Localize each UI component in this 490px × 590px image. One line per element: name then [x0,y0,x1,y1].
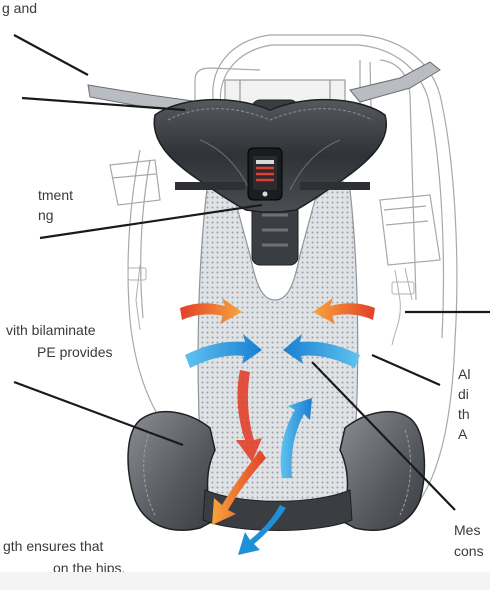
caption-compartment-line2: ng [38,207,54,224]
bottom-band [0,572,490,590]
caption-right-line1: Al [458,366,470,383]
buckle-icon [248,148,282,200]
caption-bilaminate-line1: vith bilaminate [6,322,96,339]
caption-right-line2: di [458,386,469,403]
caption-right-line3: th [458,406,470,423]
caption-top-left: g and [2,0,37,17]
caption-hips-line1: gth ensures that [3,538,103,555]
hip-belt-right [340,412,424,530]
caption-bilaminate-line2: PE provides [37,344,112,361]
caption-compartment-line1: tment [38,187,73,204]
caption-mesh-line1: Mes [454,522,480,539]
leader-line-side [372,355,440,385]
caption-mesh-line2: cons [454,543,484,560]
leader-line-load-lifter [14,35,88,75]
caption-right-line4: A [458,426,467,443]
